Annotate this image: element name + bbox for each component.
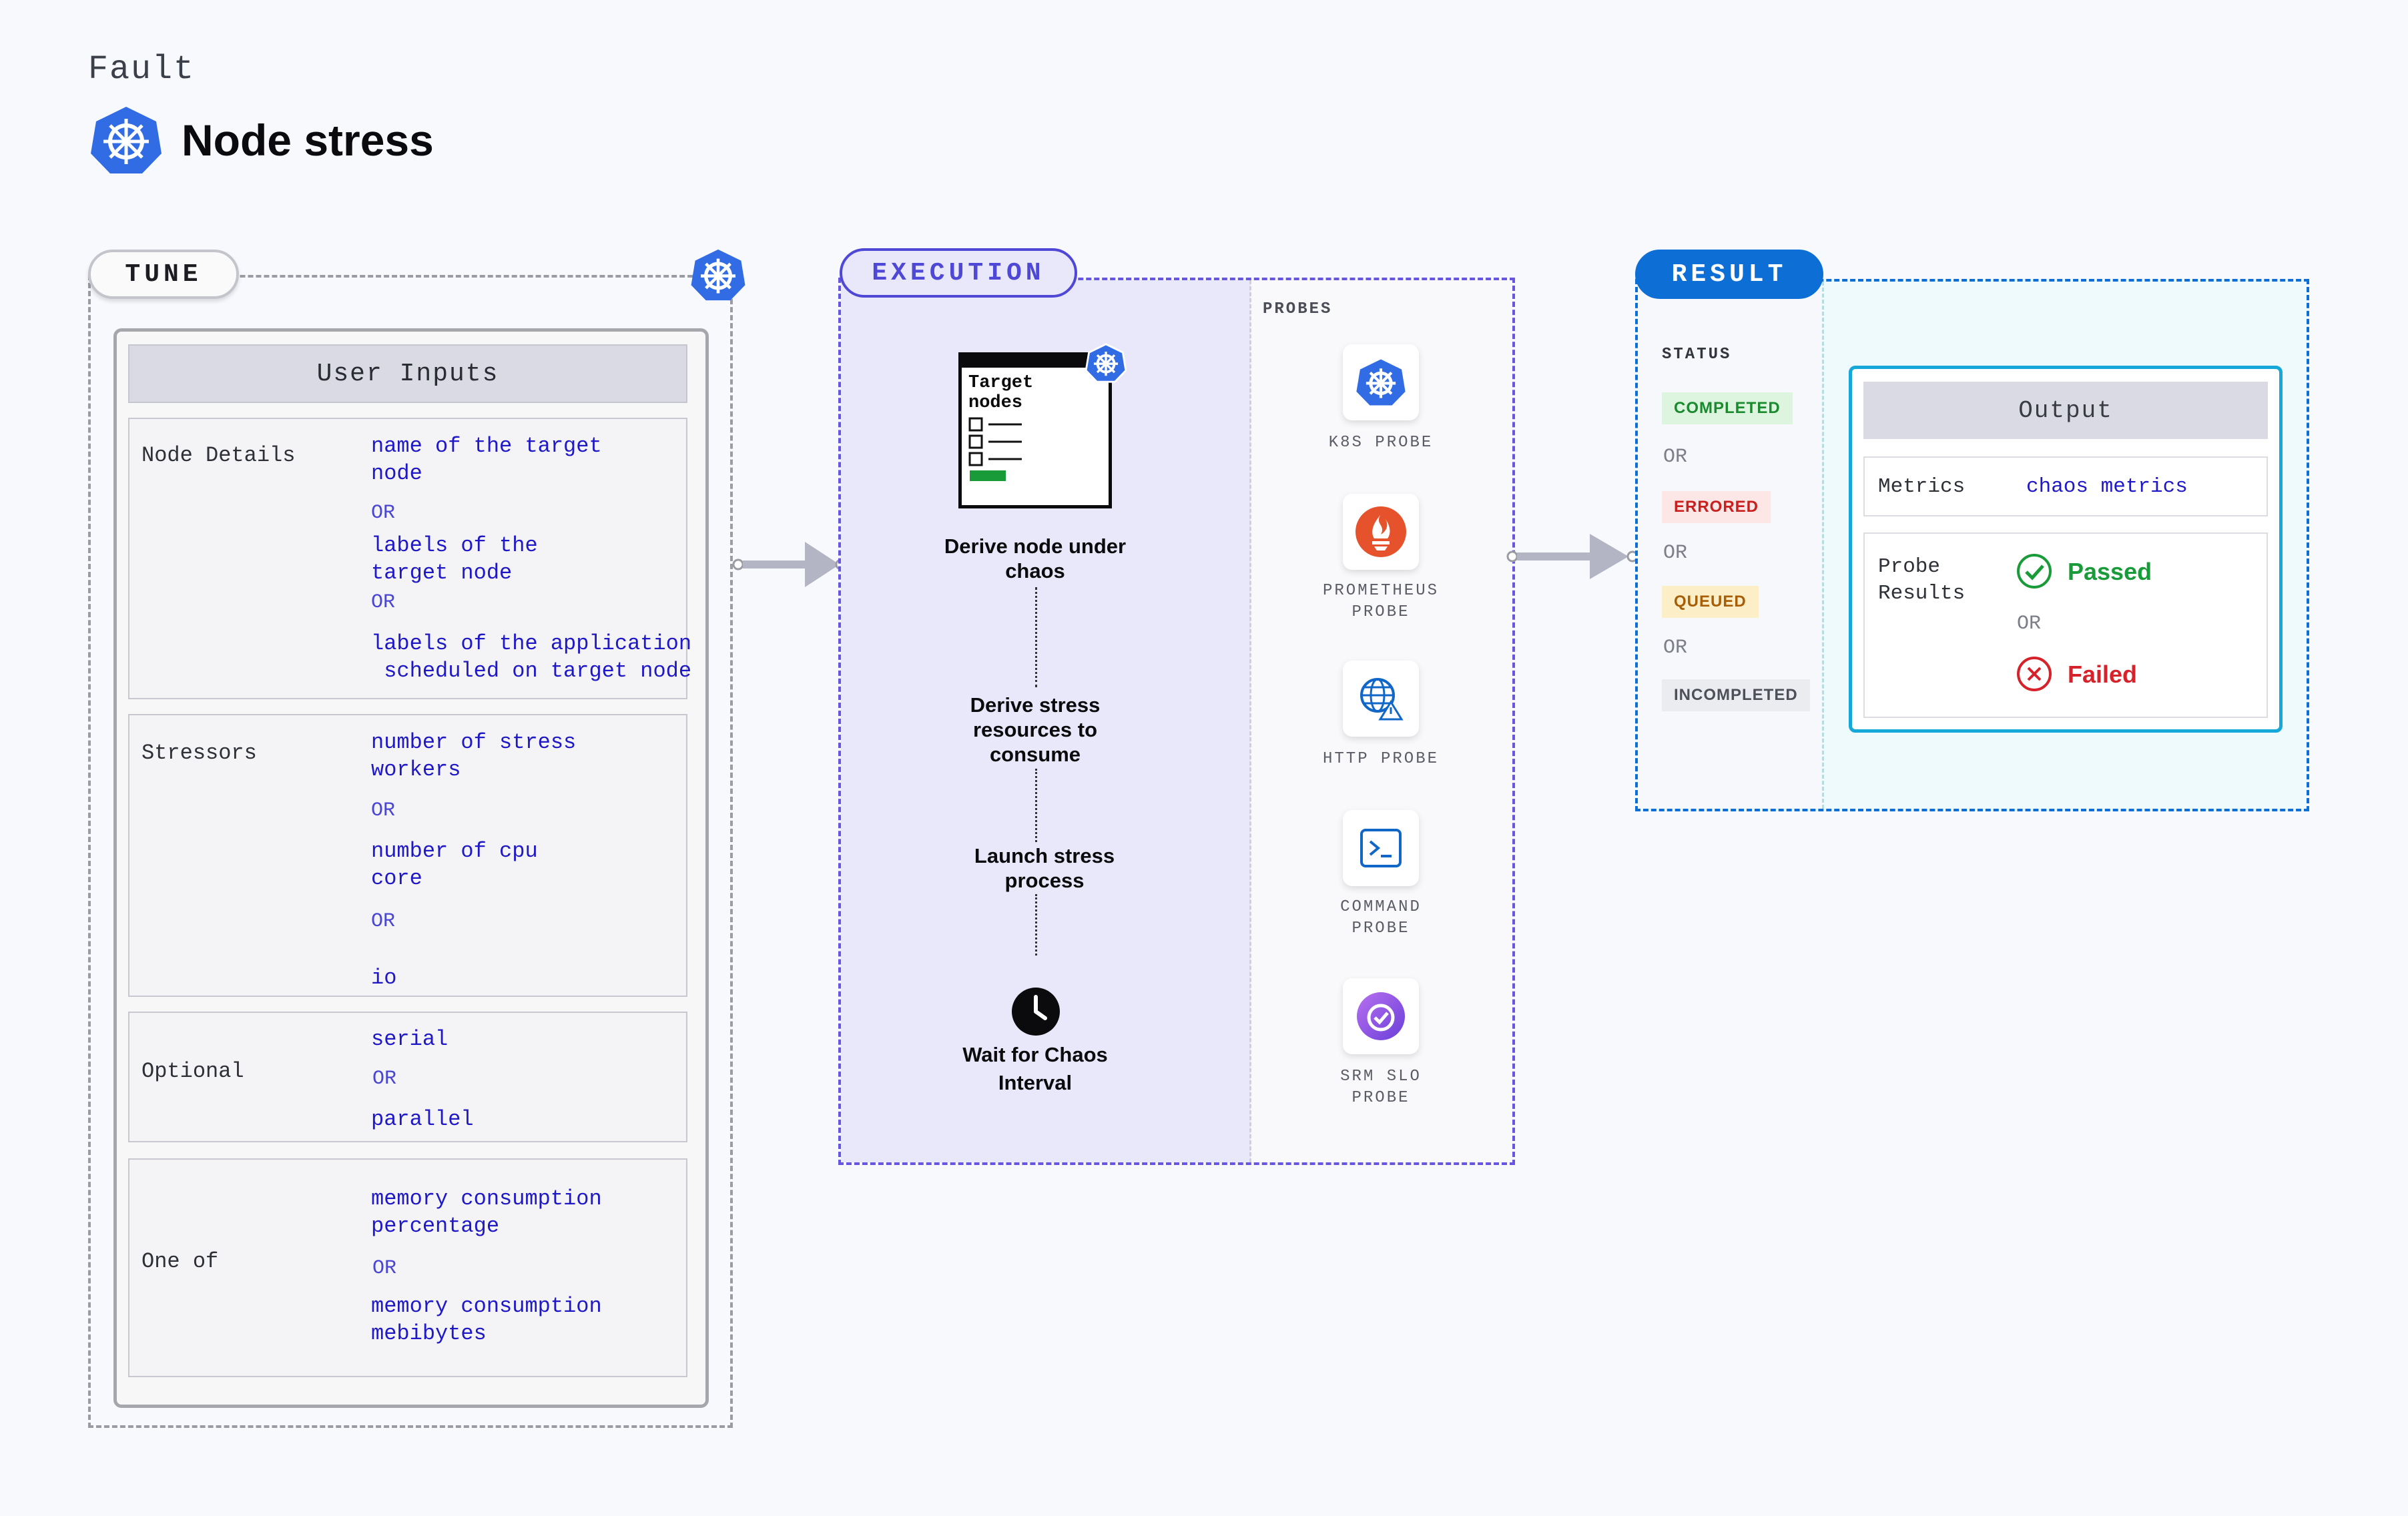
- result-pill: RESULT: [1635, 250, 1823, 299]
- target-card-text: Target: [968, 373, 1034, 393]
- checklist-icon: [968, 417, 1022, 481]
- metrics-value: chaos metrics: [2026, 475, 2188, 498]
- status-badge-errored: ERRORED: [1662, 491, 1771, 523]
- globe-icon: [1360, 678, 1404, 721]
- failed-label: Failed: [2068, 661, 2138, 688]
- execution-pill: EXECUTION: [840, 248, 1077, 298]
- or-label: OR: [372, 1068, 397, 1090]
- or-label: OR: [371, 502, 396, 524]
- step-connector: [1035, 769, 1037, 842]
- command-probe-card[interactable]: [1343, 810, 1419, 886]
- prometheus-icon: [1356, 506, 1406, 557]
- x-circle-icon: [2017, 657, 2052, 691]
- clock-icon: [1012, 988, 1060, 1036]
- or-label: OR: [2017, 613, 2042, 635]
- terminal-icon: [1360, 829, 1402, 867]
- kubernetes-icon: [1085, 343, 1127, 383]
- probe-results-row: [1863, 532, 2268, 718]
- step-connector: [1035, 587, 1037, 687]
- status-badge-completed: COMPLETED: [1662, 392, 1793, 424]
- page-title: Node stress: [182, 115, 434, 165]
- or-label: OR: [1663, 446, 1688, 468]
- or-label: OR: [372, 1257, 397, 1280]
- or-label: OR: [371, 910, 396, 933]
- kubernetes-icon: [91, 107, 162, 173]
- http-probe-card[interactable]: [1343, 661, 1419, 737]
- stressors-value-3: io: [371, 966, 397, 990]
- metrics-row: [1863, 456, 2268, 516]
- node-details-section: [128, 418, 687, 699]
- or-label: OR: [371, 799, 396, 822]
- category-label: Fault: [88, 51, 196, 89]
- optional-label: Optional: [141, 1059, 244, 1084]
- tune-frame: [88, 275, 733, 1428]
- probes-title: PROBES: [1263, 300, 1333, 318]
- divider: [1249, 280, 1251, 1162]
- status-badge-queued: QUEUED: [1662, 586, 1759, 618]
- step-connector: [1035, 894, 1037, 956]
- optional-value-serial: serial: [371, 1027, 448, 1052]
- status-column: [1638, 282, 1822, 809]
- one-of-label: One of: [141, 1249, 219, 1274]
- node-details-label: Node Details: [141, 443, 296, 468]
- status-title: STATUS: [1662, 346, 1732, 364]
- metrics-label: Metrics: [1878, 475, 1966, 498]
- srm-slo-probe-card[interactable]: [1343, 978, 1419, 1054]
- flow-arrow: [1506, 534, 1638, 579]
- passed-label: Passed: [2068, 558, 2152, 585]
- tune-pill: TUNE: [88, 250, 239, 299]
- prometheus-probe-card[interactable]: [1343, 494, 1419, 570]
- or-label: OR: [1663, 542, 1688, 564]
- probe-label: K8S PROBE: [1328, 434, 1434, 452]
- one-of-section: [128, 1158, 687, 1377]
- output-header: Output: [1863, 382, 2268, 439]
- optional-section: [128, 1012, 687, 1142]
- k8s-probe-card[interactable]: [1343, 344, 1419, 420]
- divider: [1822, 282, 1824, 809]
- target-nodes-card: Target nodes: [958, 352, 1112, 508]
- kubernetes-icon: [691, 249, 745, 301]
- optional-value-parallel: parallel: [371, 1107, 474, 1132]
- status-badge-incompleted: INCOMPLETED: [1662, 679, 1810, 711]
- or-label: OR: [1663, 637, 1688, 659]
- srm-icon: [1357, 992, 1405, 1040]
- target-card-text: nodes: [968, 393, 1023, 413]
- probe-label: HTTP PROBE: [1322, 750, 1440, 768]
- user-inputs-header: User Inputs: [128, 344, 687, 403]
- stressors-label: Stressors: [141, 741, 257, 765]
- flow-arrow: [732, 542, 846, 587]
- kubernetes-icon: [1356, 359, 1406, 406]
- check-circle-icon: [2017, 554, 2052, 589]
- or-label: OR: [371, 591, 396, 614]
- stressors-section: [128, 714, 687, 997]
